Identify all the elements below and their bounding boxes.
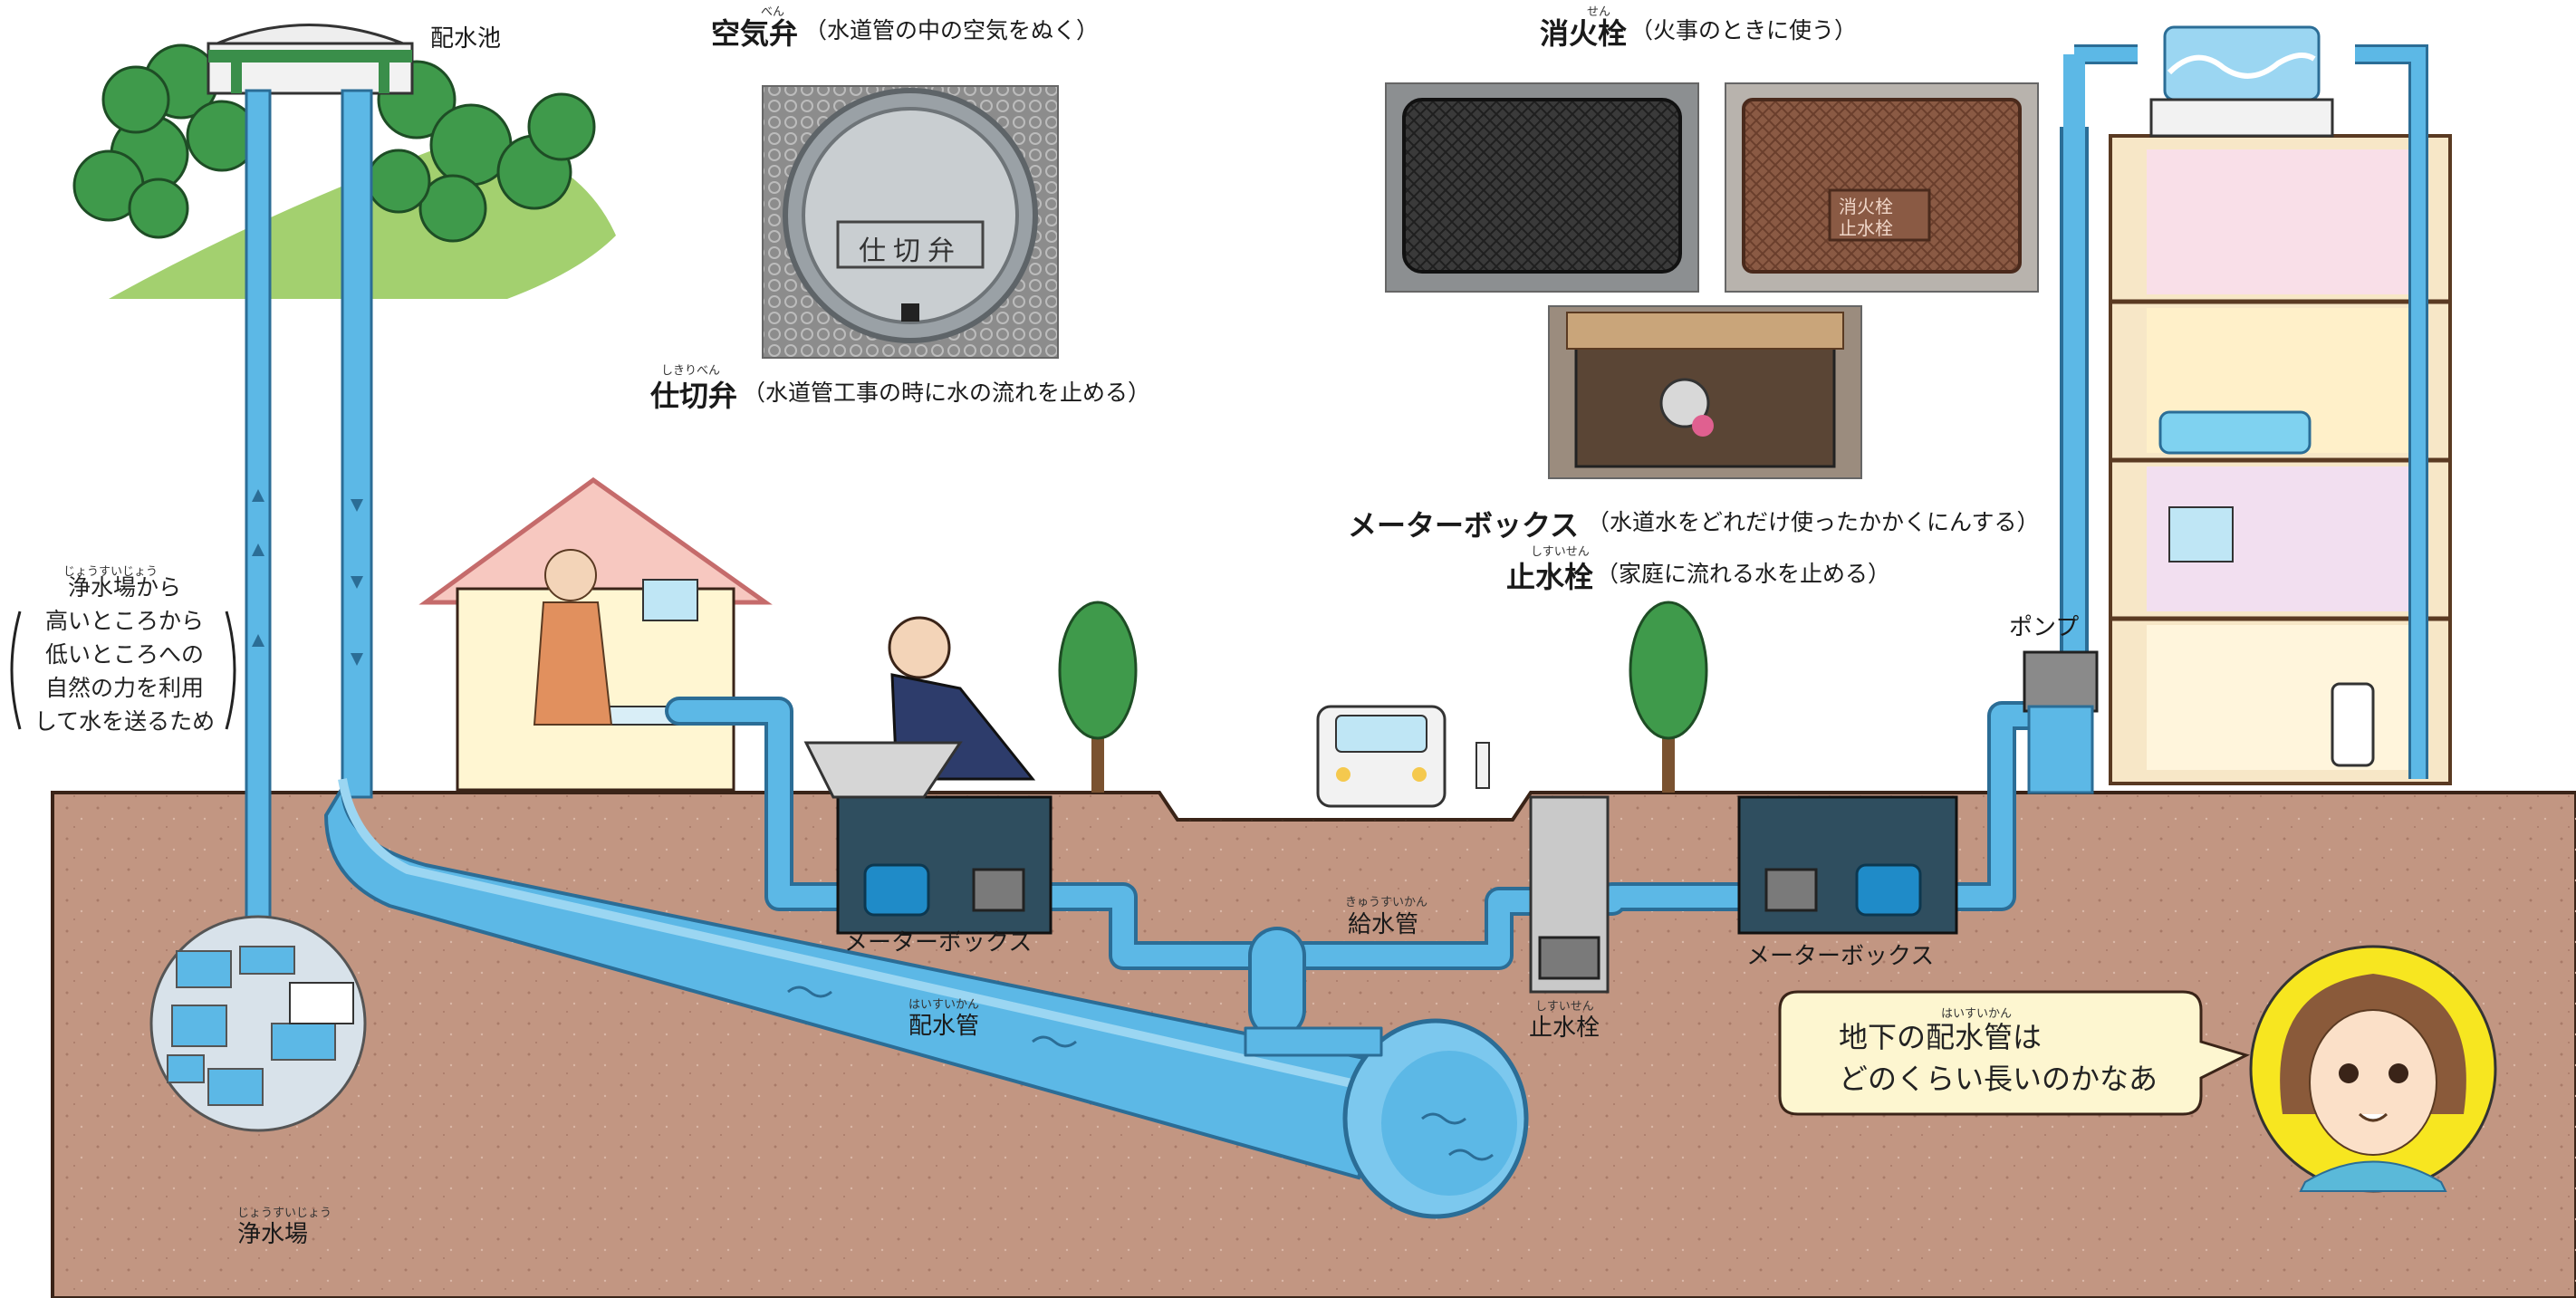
- stopvalve-desc: （家庭に流れる水を止める）: [1596, 561, 1891, 587]
- stop-valve-ruby: しすいせん: [1535, 1000, 1594, 1014]
- speech-line-2: どのくらい長いのかなあ: [1839, 1062, 2158, 1096]
- hydrant-cover-text-2: 止水栓: [1839, 217, 1893, 239]
- speech-text: 地下の配水管は どのくらい長いのかなあ: [1839, 1016, 2158, 1100]
- riser-pipes: [245, 89, 373, 944]
- side-note-line: 浄水場から: [67, 574, 181, 601]
- distribution-pipe: [323, 778, 1529, 1219]
- photo-hydrant-black: [1385, 82, 1699, 293]
- house: [418, 476, 773, 792]
- meter-box-right-illustration: [1737, 795, 1958, 935]
- car: [1316, 705, 1490, 808]
- purification-plant-label: 浄水場: [237, 1221, 309, 1248]
- meterbox-desc: （水道水をどれだけ使ったかかくにんする）: [1587, 509, 2040, 535]
- speech-line-1: 地下の配水管は: [1839, 1020, 2043, 1054]
- side-note-line: して水を送るため: [34, 708, 216, 735]
- gate-valve-title: 仕切弁: [650, 379, 738, 413]
- speech-ruby: はいすいかん: [1941, 1007, 2013, 1021]
- hydrant-title: 消火栓: [1540, 16, 1628, 51]
- side-note-line: 高いところから: [44, 608, 204, 634]
- hydrant-ruby: せん: [1587, 5, 1611, 19]
- photo-gate-valve: [762, 85, 1059, 359]
- gate-valve-desc: （水道管工事の時に水の流れを止める）: [743, 380, 1151, 406]
- supply-pipe: [665, 697, 2062, 1057]
- stop-valve-label: 止水栓: [1529, 1014, 1600, 1042]
- side-note-brackets: [10, 611, 236, 730]
- distribution-pipe-ruby: はいすいかん: [908, 998, 980, 1012]
- trees: [1058, 601, 1708, 793]
- side-note: 浄水場から 高いところから 低いところへの 自然の力を利用 して水を送るため: [23, 571, 226, 738]
- side-note-line: 自然の力を利用: [44, 675, 204, 701]
- speech-bubble: [1778, 990, 2251, 1116]
- purification-plant-illustration: [149, 915, 367, 1132]
- stop-valve-shaft: [1529, 795, 1610, 994]
- gate-valve-cover-text: 仕切弁: [859, 236, 962, 267]
- supply-pipe-ruby: きゅうすいかん: [1345, 896, 1428, 909]
- meter-box-right-label: メーターボックス: [1746, 943, 1935, 970]
- air-valve-ruby: べん: [761, 5, 785, 19]
- meter-box-left-illustration: [836, 795, 1053, 935]
- hydrant-desc: （火事のときに使う）: [1630, 17, 1858, 43]
- photo-meter-box: [1548, 305, 1862, 479]
- reservoir-tank: [207, 24, 414, 95]
- purification-plant-ruby: じょうすいじょう: [237, 1207, 332, 1220]
- worker: [803, 616, 1036, 799]
- gate-valve-ruby: しきりべん: [661, 364, 721, 378]
- hydrant-cover-text-1: 消火栓: [1839, 196, 1893, 217]
- air-valve-desc: （水道管の中の空気をぬく）: [804, 17, 1100, 43]
- supply-pipe-label: 給水管: [1348, 911, 1419, 938]
- stopvalve-title: 止水栓: [1506, 560, 1594, 594]
- side-note-ruby: じょうすいじょう: [63, 565, 159, 579]
- meterbox-title: メーターボックス: [1348, 508, 1580, 543]
- apartment-building: [2023, 25, 2452, 794]
- pump-label: ポンプ: [2009, 614, 2080, 641]
- side-note-line: 低いところへの: [44, 641, 204, 668]
- photo-hydrant-brown: [1725, 82, 2039, 293]
- meter-box-left-label: メーターボックス: [844, 929, 1033, 957]
- avatar-girl: [2249, 945, 2497, 1193]
- stopvalve-ruby: しすいせん: [1531, 545, 1590, 559]
- reservoir-label: 配水池: [430, 25, 502, 53]
- distribution-pipe-label: 配水管: [908, 1013, 980, 1040]
- air-valve-title: 空気弁: [711, 16, 799, 51]
